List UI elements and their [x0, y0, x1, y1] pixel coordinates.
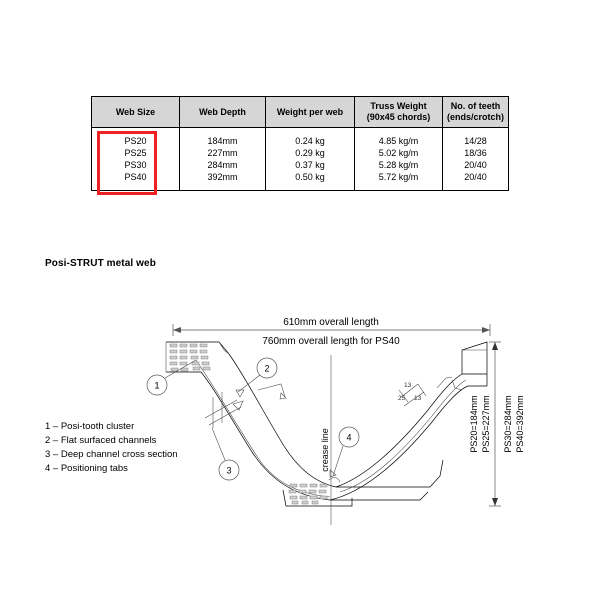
- spacer-cell: [179, 127, 266, 135]
- table-row: PS20 184mm 0.24 kg 4.85 kg/m 14/28: [91, 135, 509, 147]
- spacer-cell: [354, 183, 443, 191]
- callout-4-label: 4: [346, 433, 351, 443]
- cell-teeth: 18/36: [442, 147, 509, 159]
- callout-1: 1: [146, 359, 197, 396]
- flat-surface-pointer: [257, 383, 287, 400]
- cell-truss-weight: 5.72 kg/m: [354, 171, 443, 183]
- cell-web-size: PS25: [91, 147, 180, 159]
- table-row: PS30 284mm 0.37 kg 5.28 kg/m 20/40: [91, 159, 509, 171]
- depth-arrow-top: [492, 342, 498, 350]
- header-line-1: Weight per web: [276, 106, 344, 117]
- overall-length-dimension: [172, 324, 491, 336]
- depth-label-ps20: PS20=184mm: [469, 395, 479, 452]
- web-depth-dimension: [489, 341, 501, 507]
- legend-item-4: 4 – Positioning tabs: [45, 463, 128, 474]
- angle-label-1: 13: [404, 382, 412, 389]
- spacer-cell: [442, 127, 509, 135]
- callout-3-label: 3: [226, 466, 231, 476]
- header-line-1: Truss Weight: [370, 101, 427, 111]
- section-caption: Posi-STRUT metal web: [45, 258, 156, 269]
- cell-truss-weight: 5.02 kg/m: [354, 147, 443, 159]
- cell-web-depth: 227mm: [179, 147, 266, 159]
- spacer-cell: [179, 183, 266, 191]
- cell-weight-per-web: 0.37 kg: [265, 159, 355, 171]
- angle-label-2: 25: [398, 395, 406, 402]
- posi-strut-web-diagram: 610mm overall length 760mm overall lengt…: [0, 280, 600, 540]
- depth-label-ps30: PS30=284mm: [503, 395, 513, 452]
- legend-item-3: 3 – Deep channel cross section: [45, 449, 178, 460]
- column-header-weight-per-web: Weight per web: [265, 96, 355, 128]
- legend-item-2: 2 – Flat surfaced channels: [45, 435, 157, 446]
- header-line-2: (90x45 chords): [366, 112, 431, 122]
- cell-teeth: 14/28: [442, 135, 509, 147]
- callout-2-label: 2: [264, 364, 269, 374]
- diagram-legend: 1 – Posi-tooth cluster 2 – Flat surfaced…: [45, 420, 178, 476]
- dimension-label-610: 610mm overall length: [283, 317, 379, 328]
- deep-channel-cross-section-marks: [204, 392, 244, 428]
- header-line-1: Web Size: [115, 106, 156, 117]
- angle-annotation-marks: [398, 383, 427, 407]
- angle-label-3: 13: [414, 395, 422, 402]
- cell-truss-weight: 5.28 kg/m: [354, 159, 443, 171]
- table-header-row: Web Size Web Depth Weight per web Truss …: [91, 96, 509, 128]
- cell-weight-per-web: 0.50 kg: [265, 171, 355, 183]
- depth-label-ps40: PS40=392mm: [515, 395, 525, 452]
- posi-tooth-cluster-upper-left: [169, 343, 211, 372]
- cell-teeth: 20/40: [442, 171, 509, 183]
- crease-line-label: crease line: [320, 428, 330, 472]
- cell-weight-per-web: 0.29 kg: [265, 147, 355, 159]
- cell-teeth: 20/40: [442, 159, 509, 171]
- dimension-arrow-left: [173, 327, 181, 333]
- metal-web-outline: [165, 341, 488, 507]
- column-header-web-depth: Web Depth: [179, 96, 266, 128]
- table-spacer-row: [91, 183, 509, 191]
- cell-weight-per-web: 0.24 kg: [265, 135, 355, 147]
- column-header-web-size: Web Size: [91, 96, 180, 128]
- spacer-cell: [91, 127, 180, 135]
- spec-table-container: Web Size Web Depth Weight per web Truss …: [91, 96, 509, 191]
- table-spacer-row: [91, 127, 509, 135]
- cell-web-size: PS30: [91, 159, 180, 171]
- cell-web-size: PS40: [91, 171, 180, 183]
- cell-web-depth: 392mm: [179, 171, 266, 183]
- depth-label-ps25: PS25=227mm: [481, 395, 491, 452]
- callout-3: 3: [211, 427, 240, 481]
- callout-4: 4: [328, 426, 360, 483]
- column-header-truss-weight: Truss Weight (90x45 chords): [354, 96, 443, 128]
- spacer-cell: [442, 183, 509, 191]
- callout-2: 2: [235, 357, 278, 398]
- cell-web-depth: 284mm: [179, 159, 266, 171]
- callout-1-label: 1: [154, 381, 159, 391]
- legend-item-1: 1 – Posi-tooth cluster: [45, 421, 135, 432]
- header-line-2: (ends/crotch): [446, 112, 504, 122]
- table-row: PS40 392mm 0.50 kg 5.72 kg/m 20/40: [91, 171, 509, 183]
- header-line-1: Web Depth: [199, 106, 246, 117]
- cell-truss-weight: 4.85 kg/m: [354, 135, 443, 147]
- cell-web-size: PS20: [91, 135, 180, 147]
- table-row: PS25 227mm 0.29 kg 5.02 kg/m 18/36: [91, 147, 509, 159]
- posi-tooth-cluster-bottom: [288, 483, 328, 505]
- cell-web-depth: 184mm: [179, 135, 266, 147]
- column-header-no-of-teeth: No. of teeth (ends/crotch): [442, 96, 509, 128]
- header-line-1: No. of teeth: [450, 101, 501, 111]
- spacer-cell: [354, 127, 443, 135]
- dimension-label-760: 760mm overall length for PS40: [262, 336, 400, 347]
- dimension-arrow-right: [482, 327, 490, 333]
- spacer-cell: [265, 183, 355, 191]
- spacer-cell: [91, 183, 180, 191]
- depth-arrow-bottom: [492, 498, 498, 506]
- spacer-cell: [265, 127, 355, 135]
- spec-table: Web Size Web Depth Weight per web Truss …: [91, 96, 509, 191]
